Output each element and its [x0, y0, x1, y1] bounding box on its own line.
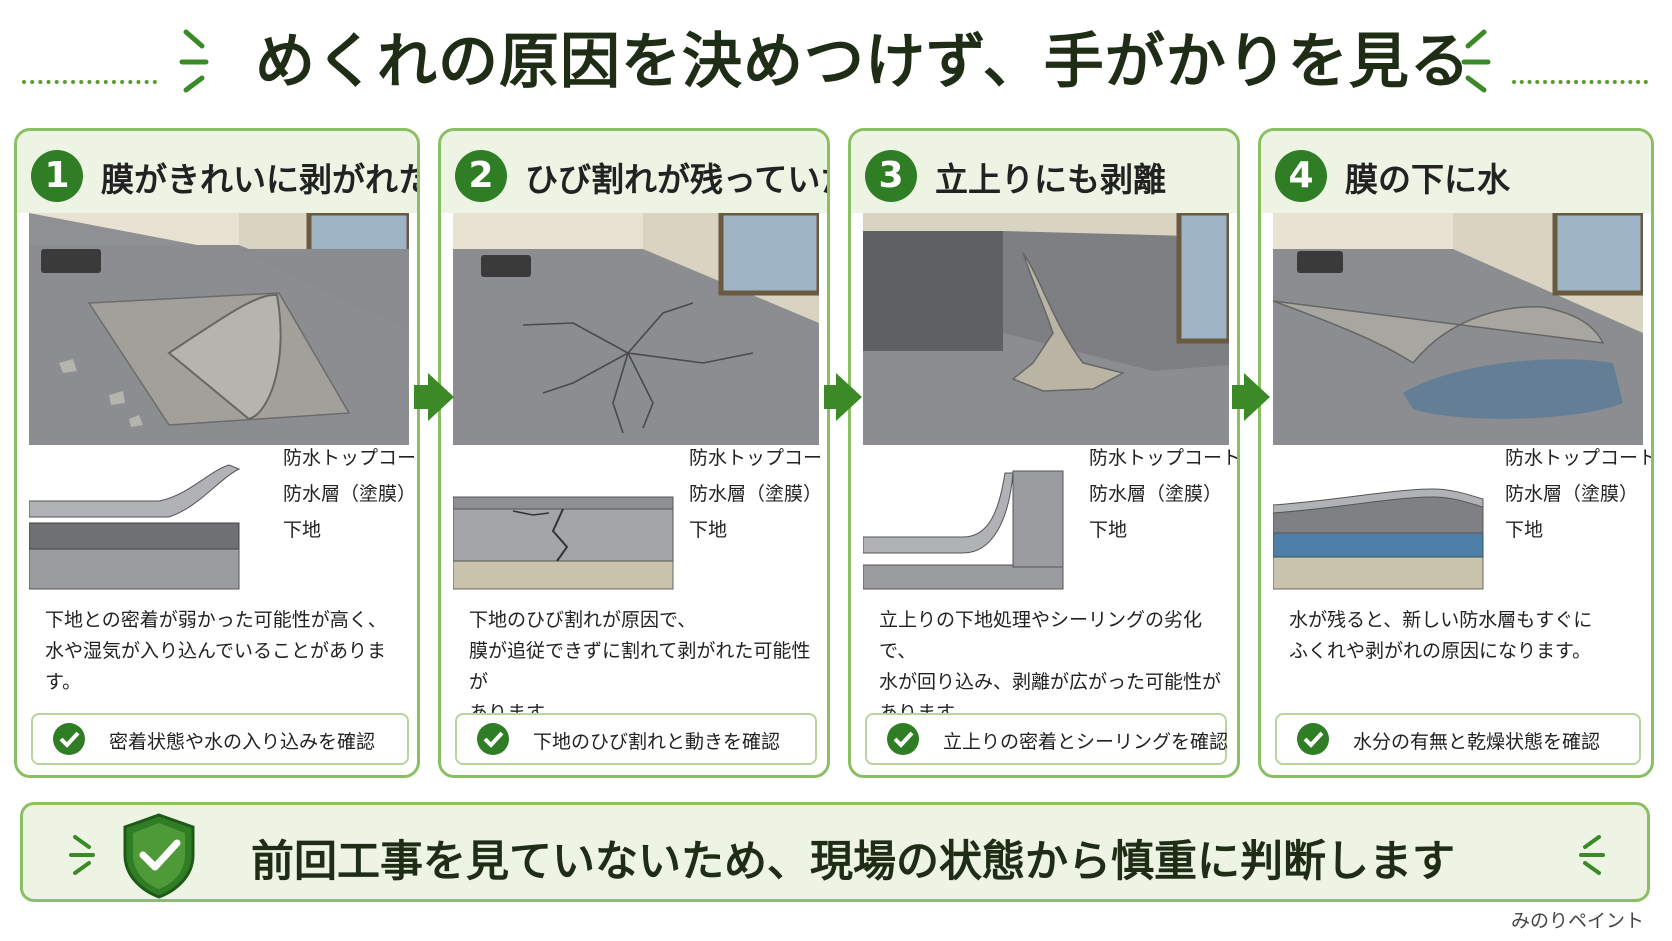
check-item: 密着状態や水の入り込みを確認: [31, 713, 409, 765]
card-2: 2 ひび割れが残っていた 防水トップコート 防: [438, 128, 830, 778]
layer-label-base: 下地: [283, 519, 322, 541]
card-description: 下地との密着が弱かった可能性が高く、 水や湿気が入り込んでいることがあります。: [45, 605, 417, 698]
check-icon: [1297, 723, 1329, 755]
card-4: 4 膜の下に水 防水トップコート 防水層（塗膜） 下地 水が残ると、新しい防水層…: [1258, 128, 1654, 778]
card-title: ひび割れが残っていた: [525, 160, 830, 199]
arrow-right-icon: [414, 385, 430, 409]
desc-line: 膜が追従できずに割れて剥がれた可能性が: [469, 640, 811, 693]
arrow-right-icon: [428, 373, 454, 421]
card-header: 1 膜がきれいに剥がれた: [17, 131, 417, 213]
layer-label-base: 下地: [1089, 519, 1128, 541]
layer-label-membrane: 防水層（塗膜）: [1089, 483, 1223, 505]
desc-line: 水が残ると、新しい防水層もすぐに: [1289, 609, 1593, 631]
title-dots-right: [1512, 80, 1648, 86]
arrow-right-icon: [836, 373, 862, 421]
step-number: 3: [865, 150, 917, 202]
conclusion-text: 前回工事を見ていないため、現場の状態から慎重に判断します: [251, 837, 1455, 887]
sparkle-icon: [69, 835, 95, 875]
check-item: 水分の有無と乾燥状態を確認: [1275, 713, 1641, 765]
desc-line: 下地のひび割れが原因で、: [469, 609, 697, 631]
step-number: 1: [31, 150, 83, 202]
check-item: 下地のひび割れと動きを確認: [455, 713, 817, 765]
card-description: 下地のひび割れが原因で、 膜が追従できずに割れて剥がれた可能性が あります。: [469, 605, 827, 729]
check-icon: [477, 723, 509, 755]
card-header: 4 膜の下に水: [1261, 131, 1651, 213]
peeled-membrane-illustration: [29, 213, 409, 445]
layer-label-topcoat: 防水トップコート: [689, 447, 830, 469]
sparkle-icon: [1461, 29, 1491, 93]
layer-label-topcoat: 防水トップコート: [283, 447, 420, 469]
card-header: 2 ひび割れが残っていた: [441, 131, 827, 213]
layer-label-membrane: 防水層（塗膜）: [689, 483, 823, 505]
check-label: 密着状態や水の入り込みを確認: [109, 731, 376, 753]
step-number: 2: [455, 150, 507, 202]
card-title: 膜がきれいに剥がれた: [101, 160, 420, 199]
check-label: 下地のひび割れと動きを確認: [533, 731, 781, 753]
desc-line: 下地との密着が弱かった可能性が高く、: [45, 609, 387, 631]
card-header: 3 立上りにも剥離: [851, 131, 1237, 213]
conclusion-banner: 前回工事を見ていないため、現場の状態から慎重に判断します: [20, 802, 1650, 902]
layer-diagram: [453, 496, 674, 590]
desc-line: 水や湿気が入り込んでいることがあります。: [45, 640, 387, 693]
brand-name: みのりペイント: [1510, 910, 1644, 932]
card-description: 水が残ると、新しい防水層もすぐに ふくれや剥がれの原因になります。: [1289, 605, 1592, 667]
title-dots-left: [22, 80, 157, 86]
layer-label-base: 下地: [1505, 519, 1544, 541]
shield-check-icon: [123, 813, 195, 899]
layer-label-base: 下地: [689, 519, 728, 541]
layer-diagram: [863, 470, 1064, 590]
check-icon: [53, 723, 85, 755]
check-item: 立上りの密着とシーリングを確認: [865, 713, 1229, 765]
check-label: 水分の有無と乾燥状態を確認: [1353, 731, 1601, 753]
layer-diagram: [1273, 488, 1484, 590]
layer-label-topcoat: 防水トップコート: [1089, 447, 1240, 469]
card-title: 立上りにも剥離: [935, 160, 1166, 199]
cracked-floor-illustration: [453, 213, 819, 445]
layer-diagram: [29, 464, 241, 590]
step-number: 4: [1275, 150, 1327, 202]
layer-label-membrane: 防水層（塗膜）: [1505, 483, 1639, 505]
card-title: 膜の下に水: [1345, 160, 1510, 199]
check-label: 立上りの密着とシーリングを確認: [943, 731, 1229, 753]
card-3: 3 立上りにも剥離 防水トップコート 防水層（塗膜） 下地 立上りの下地処理やシ…: [848, 128, 1240, 778]
water-under-membrane-illustration: [1273, 213, 1643, 445]
arrow-right-icon: [1244, 373, 1270, 421]
layer-label-topcoat: 防水トップコート: [1505, 447, 1654, 469]
card-description: 立上りの下地処理やシーリングの劣化で、 水が回り込み、剥離が広がった可能性が あ…: [879, 605, 1237, 729]
sparkle-icon: [179, 29, 209, 93]
wall-peeling-illustration: [863, 213, 1229, 445]
desc-line: ふくれや剥がれの原因になります。: [1289, 640, 1592, 662]
sparkle-icon: [1579, 835, 1605, 875]
check-icon: [887, 723, 919, 755]
card-1: 1 膜がきれいに剥がれた 防水トップコート 防水層（塗膜） 下地 下: [14, 128, 420, 778]
layer-label-membrane: 防水層（塗膜）: [283, 483, 417, 505]
desc-line: 水が回り込み、剥離が広がった可能性が: [879, 671, 1222, 693]
desc-line: 立上りの下地処理やシーリングの劣化で、: [879, 609, 1203, 662]
page-title: めくれの原因を決めつけず、手がかりを見る: [255, 27, 1471, 97]
title-bar: めくれの原因を決めつけず、手がかりを見る: [0, 18, 1672, 98]
